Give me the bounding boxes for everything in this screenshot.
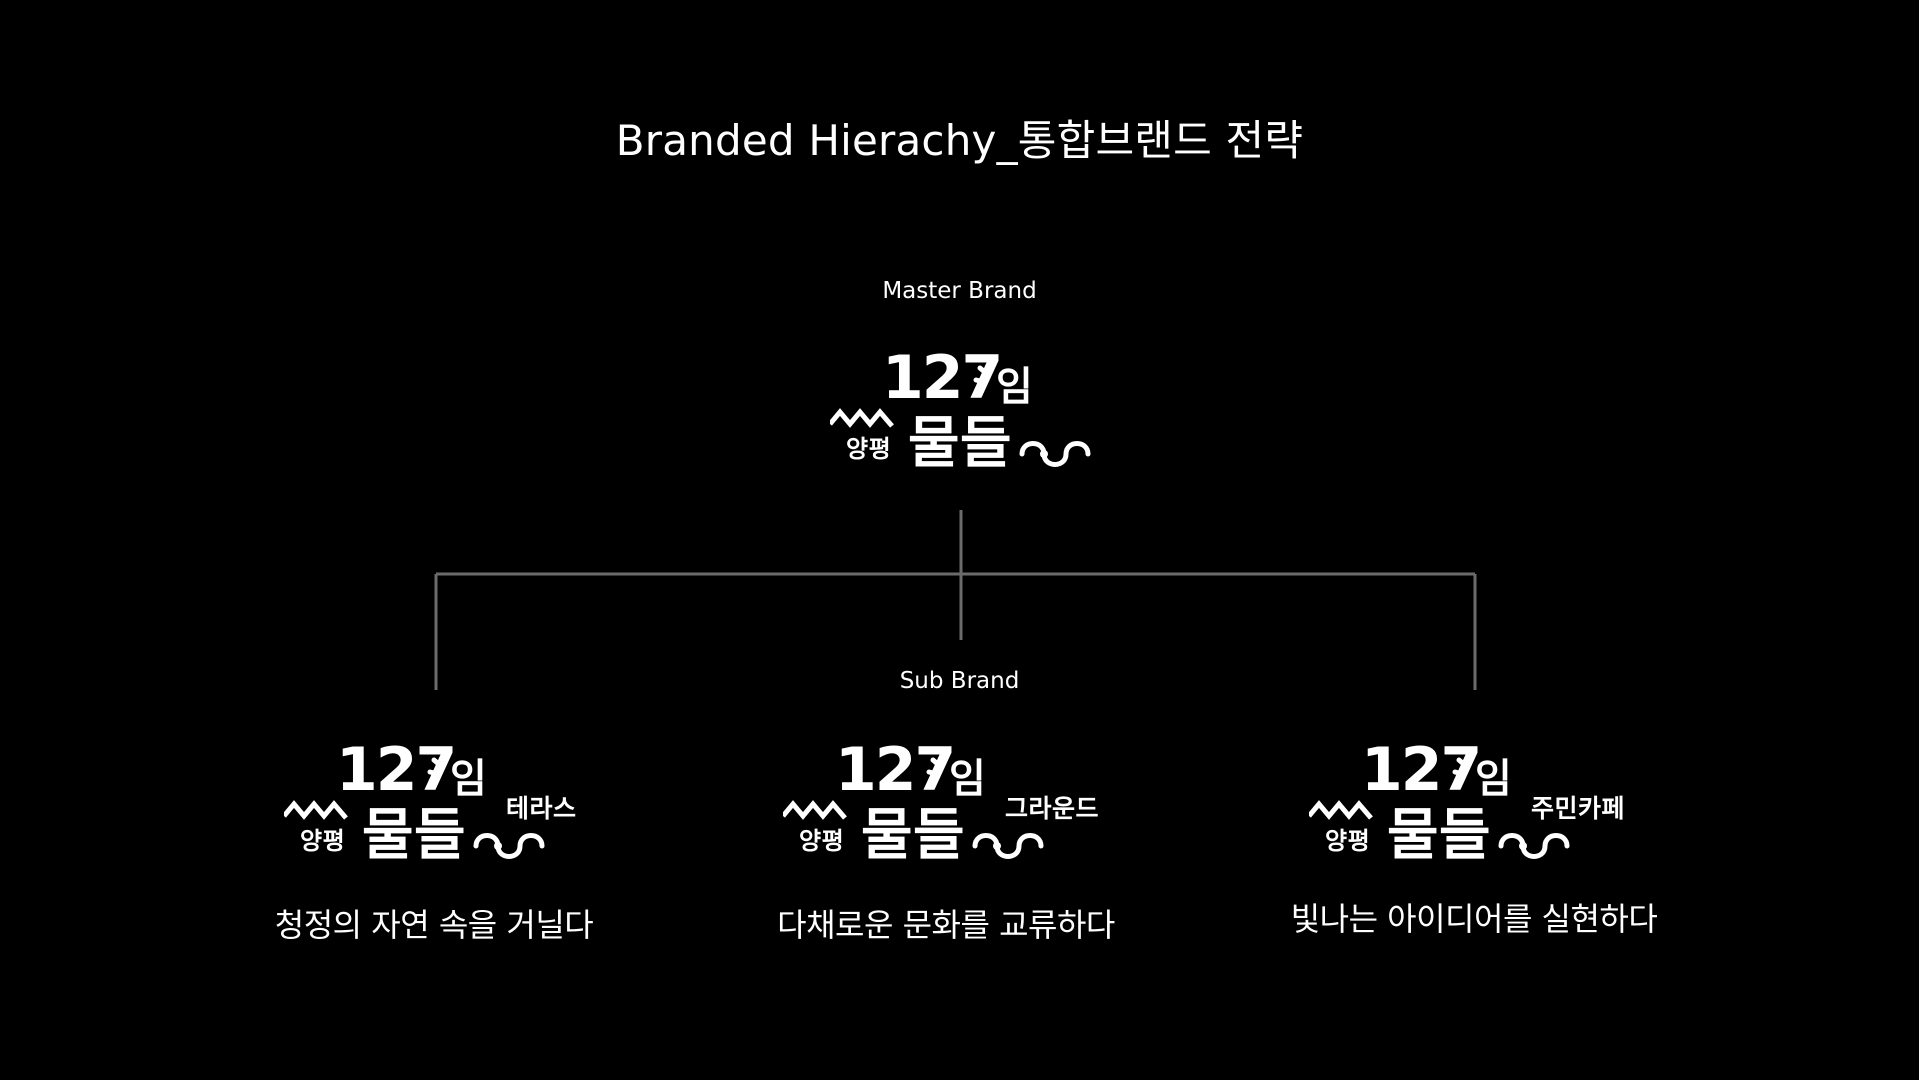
logo-name-bottom: 물들 (1387, 803, 1492, 868)
logo-name-top: 임 (1475, 756, 1513, 802)
sub-brand-tagline: 다채로운 문화를 교류하다 (777, 906, 1115, 944)
logo-name-top: 임 (949, 756, 987, 802)
sub-brand-logo-ground: 127 임 양평 물들 그라운드 (783, 744, 1223, 884)
sub-brand-suffix: 테라스 (506, 794, 577, 823)
master-brand-logo: 127 임 양평 물들 (830, 352, 1270, 492)
sub-brand-tagline: 빛나는 아이디어를 실현하다 (1290, 900, 1658, 938)
logo-mark: 127 (1309, 744, 1570, 859)
sub-brand-logo-cafe: 127 임 양평 물들 주민카페 (1309, 744, 1749, 884)
logo-name-bottom: 물들 (362, 803, 467, 868)
logo-mark: 127 (284, 744, 545, 859)
logo-name-bottom: 물들 (908, 411, 1013, 476)
logo-place: 양평 (1325, 827, 1371, 855)
sub-brand-label: Sub Brand (899, 668, 1020, 694)
logo-mark: 127 (830, 352, 1091, 467)
logo-mark: 127 (783, 744, 1044, 859)
logo-name-bottom: 물들 (861, 803, 966, 868)
sub-brand-logo-terrace: 127 임 양평 물들 테라스 (284, 744, 724, 884)
page-title: Branded Hierachy_통합브랜드 전략 (615, 116, 1304, 165)
logo-place: 양평 (300, 827, 346, 855)
logo-name-top: 임 (450, 756, 488, 802)
master-brand-label: Master Brand (882, 278, 1037, 304)
logo-place: 양평 (799, 827, 845, 855)
logo-place: 양평 (846, 435, 892, 463)
logo-name-top: 임 (996, 364, 1034, 410)
sub-brand-tagline: 청정의 자연 속을 거닐다 (274, 906, 594, 944)
sub-brand-suffix: 그라운드 (1005, 794, 1100, 823)
sub-brand-suffix: 주민카페 (1531, 794, 1626, 823)
